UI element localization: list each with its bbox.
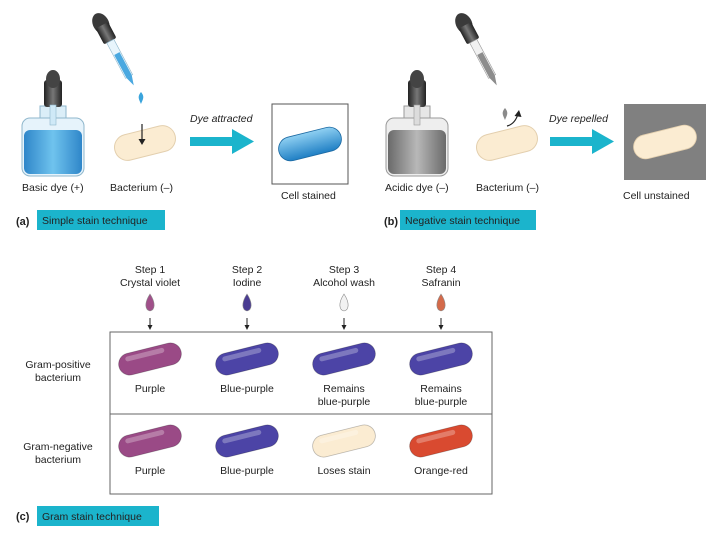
bacterium-cell xyxy=(118,424,182,458)
caption-box xyxy=(400,210,536,230)
caption: Negative stain technique xyxy=(405,215,520,227)
cell-result-label: Remains xyxy=(323,383,364,395)
panel-b: Acidic dye (–) Bacterium (–) Dye repelle… xyxy=(384,13,706,230)
cell-highlight xyxy=(125,429,165,444)
cell-highlight xyxy=(319,429,359,444)
cell-result: Blue-purple xyxy=(215,424,279,477)
caption-box xyxy=(37,506,159,526)
dropper-icon xyxy=(92,13,144,104)
down-arrow-icon xyxy=(138,124,146,145)
row-label: Gram-negative xyxy=(23,441,93,453)
bacterium-label: Bacterium (–) xyxy=(110,182,173,194)
bacterium-cell xyxy=(215,424,279,458)
step-reagent: Alcohol wash xyxy=(313,277,375,289)
row-label: bacterium xyxy=(35,372,81,384)
cell-result: Loses stain xyxy=(312,424,376,477)
cell-result: Blue-purple xyxy=(215,342,279,395)
step-number: Step 2 xyxy=(232,264,263,276)
bacterium-cell xyxy=(215,342,279,376)
stained-cell xyxy=(278,126,342,162)
step-number: Step 1 xyxy=(135,264,166,276)
basic-dye-bottle xyxy=(21,70,85,177)
cell-result-label: blue-purple xyxy=(415,396,468,408)
panel-letter: (a) xyxy=(16,216,30,228)
cell-result-label: Purple xyxy=(135,465,166,477)
cell-highlight xyxy=(416,347,456,362)
arrow-label: Dye attracted xyxy=(190,113,254,125)
row-label: Gram-positive xyxy=(25,359,91,371)
panel-letter: (b) xyxy=(384,216,398,228)
down-arrow-icon xyxy=(438,318,444,330)
acidic-dye-bottle xyxy=(385,70,449,177)
bacterium-cell xyxy=(409,424,473,458)
panel-letter: (c) xyxy=(16,511,30,523)
arrow-label: Dye repelled xyxy=(549,113,609,125)
down-arrow-icon xyxy=(341,318,347,330)
down-arrow-icon xyxy=(244,318,250,330)
step-reagent: Crystal violet xyxy=(120,277,180,289)
drop-icon xyxy=(242,293,252,312)
cell-highlight xyxy=(416,429,456,444)
cell-result-label: Loses stain xyxy=(317,465,370,477)
cell-highlight xyxy=(319,347,359,362)
down-arrow-icon xyxy=(147,318,153,330)
result-label: Cell stained xyxy=(281,190,336,202)
cell-highlight xyxy=(125,347,165,362)
cell-result-label: Blue-purple xyxy=(220,383,274,395)
step-number: Step 4 xyxy=(426,264,457,276)
cell-result-label: Remains xyxy=(420,383,461,395)
cell-result-label: blue-purple xyxy=(318,396,371,408)
step-reagent: Safranin xyxy=(421,277,460,289)
bacterium-cell xyxy=(312,342,376,376)
dye-label: Acidic dye (–) xyxy=(385,182,449,194)
cell-highlight xyxy=(222,347,262,362)
caption: Simple stain technique xyxy=(42,215,148,227)
cell-result: Purple xyxy=(118,424,182,477)
unstained-cell xyxy=(633,124,697,160)
dropper-icon xyxy=(455,13,508,120)
drop-icon xyxy=(145,293,155,312)
cell-result-label: Purple xyxy=(135,383,166,395)
dye-label: Basic dye (+) xyxy=(22,182,84,194)
drop-icon xyxy=(436,293,446,312)
drop-icon xyxy=(339,293,349,312)
bacterium-cell xyxy=(114,125,176,161)
caption: Gram stain technique xyxy=(42,511,142,523)
cell-highlight xyxy=(222,429,262,444)
cell-result: Orange-red xyxy=(409,424,473,477)
bacterium-cell xyxy=(409,342,473,376)
right-arrow-icon xyxy=(190,129,254,154)
cell-result-label: Blue-purple xyxy=(220,465,274,477)
caption-box xyxy=(37,210,165,230)
step-reagent: Iodine xyxy=(233,277,262,289)
bacterium-label: Bacterium (–) xyxy=(476,182,539,194)
bacterium-cell xyxy=(118,342,182,376)
bacterium-cell xyxy=(312,424,376,458)
cell-result-label: Orange-red xyxy=(414,465,468,477)
result-label: Cell unstained xyxy=(623,190,690,202)
repel-arrow-icon xyxy=(506,110,522,127)
right-arrow-icon xyxy=(550,129,614,154)
panel-a: Basic dye (+) Bacterium (–) Dye attracte… xyxy=(16,13,349,230)
step-number: Step 3 xyxy=(329,264,360,276)
cell-result: Purple xyxy=(118,342,182,395)
bacterium-cell xyxy=(476,125,538,161)
row-label: bacterium xyxy=(35,454,81,466)
